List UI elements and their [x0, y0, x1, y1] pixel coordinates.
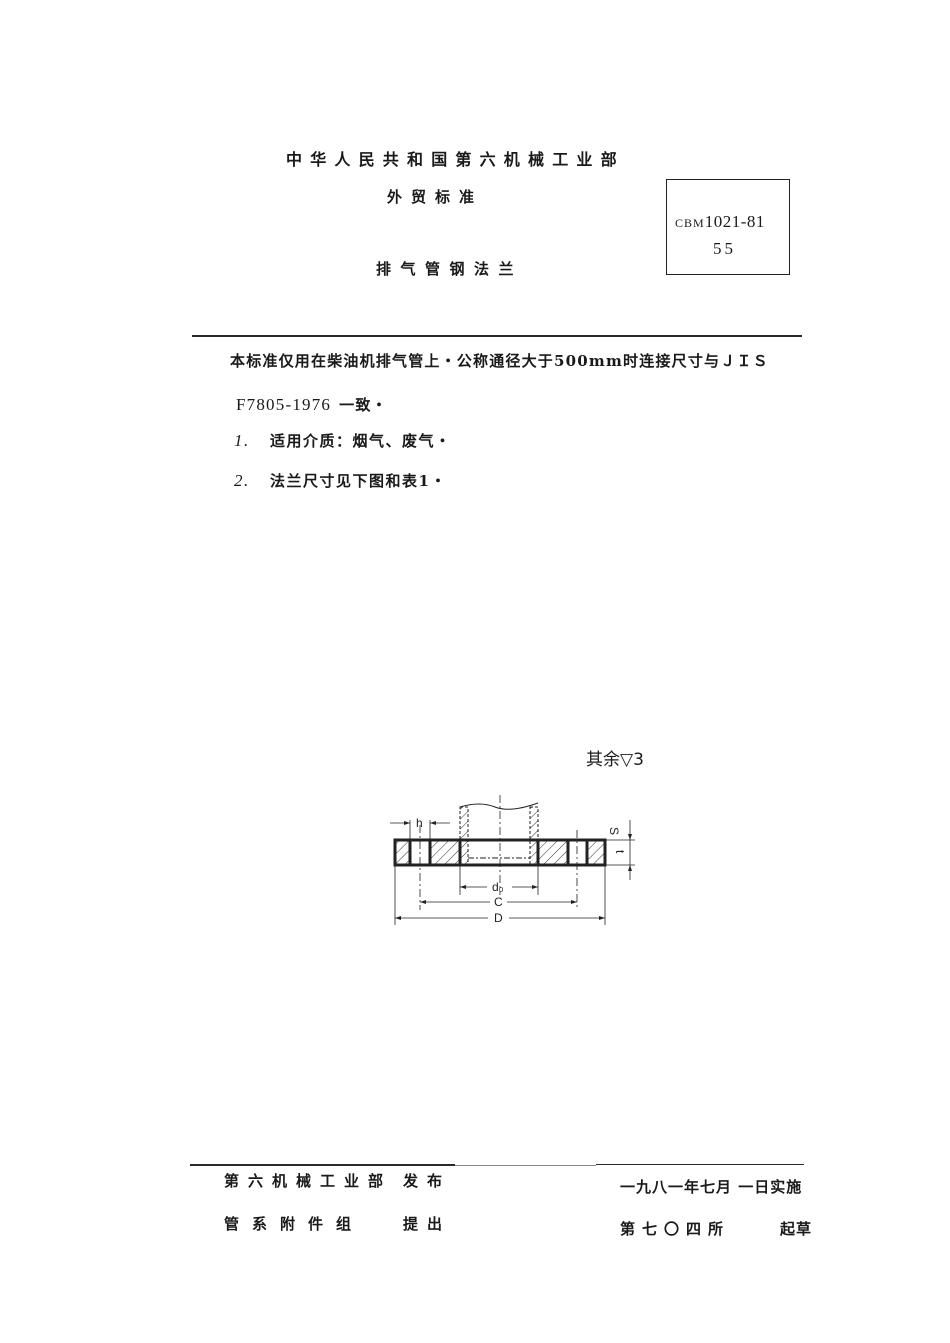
- page-number: 55: [713, 239, 736, 258]
- proposer: 管系附件组: [224, 1215, 365, 1233]
- intro-paragraph-line1: 本标准仅用在柴油机排气管上・公称通径大于500mm时连接尺寸与ＪＩＳ: [230, 352, 769, 370]
- label-d0: d₀: [492, 880, 504, 894]
- label-t: t: [613, 850, 627, 854]
- label-c: C: [494, 895, 503, 909]
- list-item: 1. 适用介质：烟气、废气・: [234, 430, 452, 451]
- ministry-heading: 中华人民共和国第六机械工业部: [286, 150, 625, 169]
- footer-divider-middle: [455, 1165, 596, 1166]
- standard-code-box: CBM1021-81 55: [666, 179, 790, 275]
- publisher: 第六机械工业部: [224, 1172, 393, 1190]
- intro-line2-text: 一致・: [339, 396, 388, 414]
- footer-divider-left: [190, 1164, 455, 1166]
- draft-action: 起草: [780, 1220, 813, 1238]
- item-text: 法兰尺寸见下图和表1・: [270, 472, 447, 490]
- intro-paragraph-line2: F7805-1976 一致・: [236, 394, 388, 415]
- item-text: 适用介质：烟气、废气・: [270, 432, 452, 450]
- propose-action: 提出: [403, 1215, 452, 1233]
- standard-category: 外贸标准: [387, 188, 484, 206]
- drafter: 第七〇四所: [620, 1220, 731, 1238]
- label-s: S: [607, 827, 621, 835]
- header-divider: [192, 335, 802, 337]
- standard-code-prefix: CBM: [675, 216, 705, 230]
- label-h: h: [416, 816, 423, 830]
- item-number: 1.: [234, 431, 250, 450]
- publish-action: 发布: [403, 1172, 452, 1190]
- effective-date: 一九八一年七月 一日实施: [620, 1178, 803, 1196]
- standard-code-number: 1021-81: [704, 212, 765, 231]
- flange-cross-section-icon: h d₀ C D t S: [390, 795, 635, 925]
- document-title: 排气管钢法兰: [376, 260, 524, 278]
- list-item: 2. 法兰尺寸见下图和表1・: [234, 470, 447, 491]
- standard-code: CBM1021-81: [675, 212, 765, 232]
- surface-roughness-note: 其余▽3: [586, 750, 644, 770]
- jis-code: F7805-1976: [236, 395, 332, 414]
- flange-drawing: h d₀ C D t S: [385, 795, 645, 934]
- item-number: 2.: [234, 471, 250, 490]
- label-d: D: [494, 911, 503, 925]
- footer-divider-right: [596, 1164, 804, 1165]
